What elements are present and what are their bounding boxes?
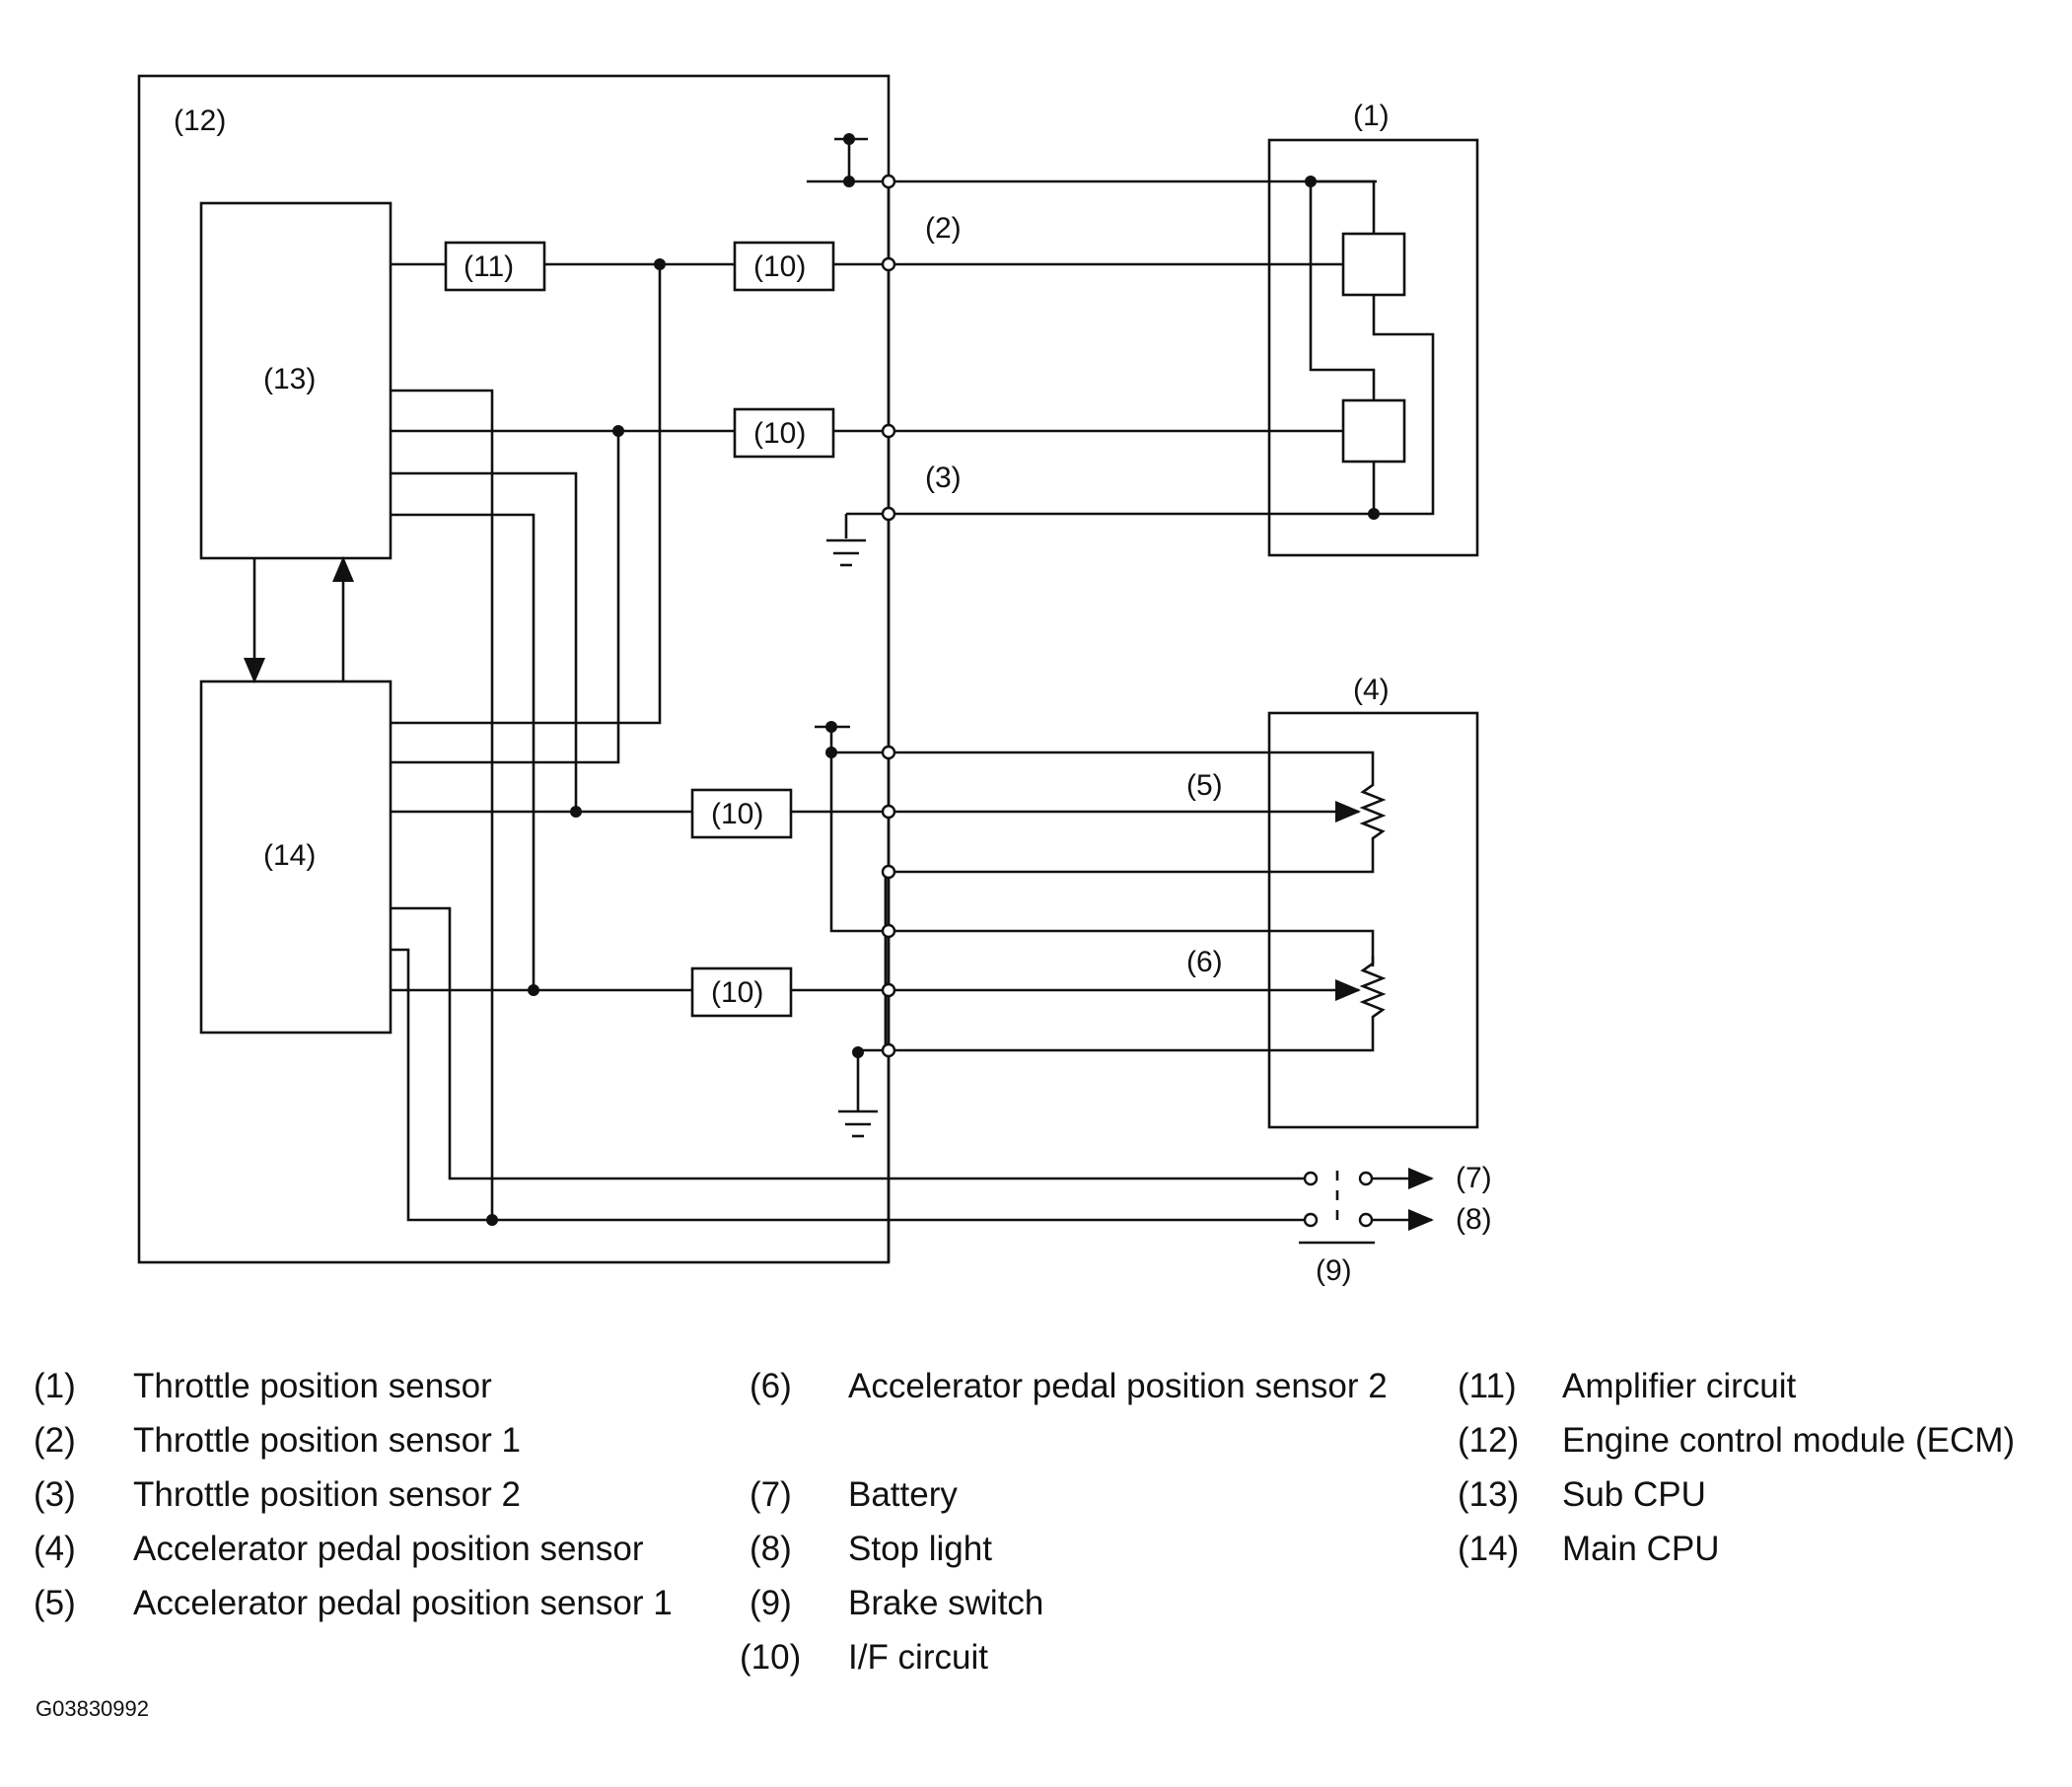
- callout-3: (3): [925, 462, 962, 494]
- legend-text: Accelerator pedal position sensor 2: [848, 1367, 1388, 1405]
- legend-number: (11): [1458, 1367, 1517, 1405]
- amplifier-circuit-box: [444, 241, 546, 292]
- legend-text: Throttle position sensor 2: [133, 1475, 521, 1514]
- if-circuit-label-3: (10): [711, 798, 763, 830]
- terminal: [881, 982, 896, 998]
- legend-text: I/F circuit: [848, 1638, 988, 1677]
- apps1-resistor: [1359, 777, 1387, 845]
- main-cpu-block: [199, 679, 393, 1035]
- legend-text: Battery: [848, 1475, 958, 1514]
- terminal: [881, 864, 896, 880]
- legend-text: Amplifier circuit: [1562, 1367, 1797, 1405]
- sub-cpu-block: [199, 201, 393, 560]
- legend-text: Main CPU: [1562, 1530, 1720, 1568]
- sub-cpu-label: (13): [263, 363, 316, 395]
- terminal: [881, 745, 896, 760]
- apps2-resistor: [1359, 956, 1387, 1022]
- if-circuit-box-2: [733, 407, 835, 459]
- tps1-element: [1341, 232, 1406, 297]
- if-circuit-label-1: (10): [753, 250, 806, 283]
- callout-4: (4): [1353, 674, 1390, 706]
- callout-7: (7): [1456, 1162, 1492, 1194]
- callout-8: (8): [1456, 1203, 1492, 1236]
- legend-number: (12): [1458, 1421, 1520, 1460]
- terminal: [881, 1042, 896, 1058]
- terminal: [881, 506, 896, 522]
- legend-number: (10): [740, 1638, 802, 1677]
- legend-number: (7): [750, 1475, 792, 1514]
- legend-number: (14): [1458, 1530, 1520, 1568]
- throttle-position-sensor-box: [1267, 138, 1479, 557]
- legend-text: Accelerator pedal position sensor: [133, 1530, 644, 1568]
- legend-number: (6): [750, 1367, 792, 1405]
- legend-number: (1): [34, 1367, 76, 1405]
- legend-text: Throttle position sensor 1: [133, 1421, 521, 1460]
- accelerator-pedal-position-sensor-box: [1267, 711, 1479, 1129]
- figure-code: G03830992: [36, 1696, 149, 1721]
- legend-text: Throttle position sensor: [133, 1367, 492, 1405]
- terminal: [881, 804, 896, 820]
- callout-6: (6): [1186, 946, 1223, 978]
- if-circuit-label-4: (10): [711, 976, 763, 1009]
- legend-text: Stop light: [848, 1530, 992, 1568]
- legend-number: (5): [34, 1584, 76, 1622]
- callout-9: (9): [1316, 1254, 1352, 1287]
- amplifier-circuit-label: (11): [464, 250, 514, 283]
- legend-text: Brake switch: [848, 1584, 1044, 1622]
- legend-number: (4): [34, 1530, 76, 1568]
- legend-text: Sub CPU: [1562, 1475, 1706, 1514]
- callout-5: (5): [1186, 769, 1223, 802]
- legend-number: (3): [34, 1475, 76, 1514]
- legend-number: (2): [34, 1421, 76, 1460]
- legend-number: (9): [750, 1584, 792, 1622]
- legend-number: (8): [750, 1530, 792, 1568]
- if-circuit-box-4: [690, 966, 793, 1018]
- legend-text: Engine control module (ECM): [1562, 1421, 2016, 1460]
- legend-number: (13): [1458, 1475, 1520, 1514]
- callout-12: (12): [174, 105, 226, 137]
- if-circuit-box-1: [733, 241, 835, 292]
- main-cpu-label: (14): [263, 839, 316, 872]
- if-circuit-box-3: [690, 788, 793, 839]
- callout-1: (1): [1353, 100, 1390, 132]
- terminal: [881, 923, 896, 939]
- callout-2: (2): [925, 212, 962, 245]
- terminal: [881, 423, 896, 439]
- terminal: [881, 174, 896, 189]
- legend-text: Accelerator pedal position sensor 1: [133, 1584, 673, 1622]
- terminal: [881, 256, 896, 272]
- if-circuit-label-2: (10): [753, 417, 806, 450]
- tps2-element: [1341, 398, 1406, 464]
